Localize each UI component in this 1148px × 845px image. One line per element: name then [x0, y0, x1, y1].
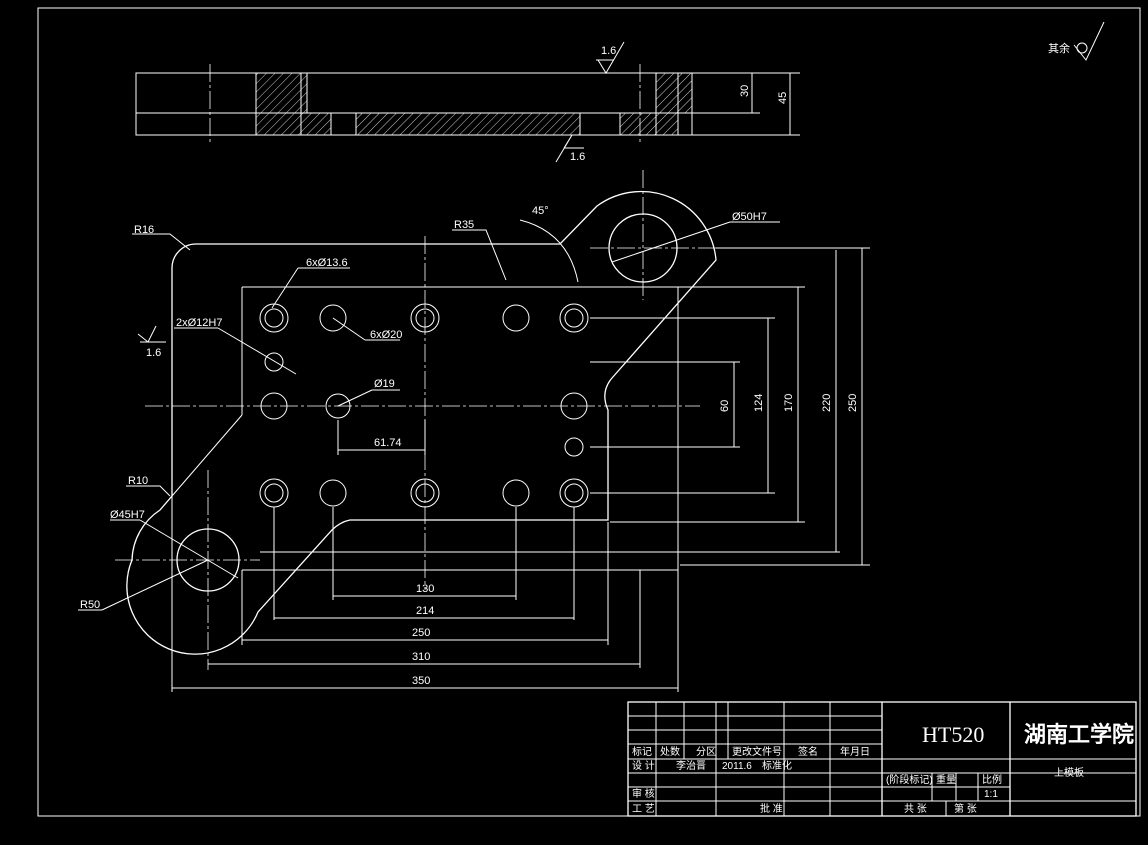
- roughness-note-general: 其余: [1048, 21, 1105, 61]
- sheet-number: 第 张: [954, 802, 977, 815]
- drawing-frame: [37, 7, 1141, 817]
- process-label: 工 艺: [632, 803, 655, 815]
- header-zone: 分区: [696, 746, 716, 758]
- header-date: 年月日: [840, 745, 870, 758]
- scale-label: 比例: [982, 773, 1002, 786]
- header-signature: 签名: [798, 745, 818, 758]
- vertical-dimensions: [260, 247, 870, 566]
- dim-45: 45: [777, 92, 789, 104]
- dim-130: 130: [416, 583, 434, 595]
- radius-r16: R16: [134, 224, 154, 236]
- holes-6x20: 6xØ20: [370, 329, 402, 341]
- design-date: 2011.6: [722, 761, 752, 772]
- dim-124: 124: [753, 394, 765, 412]
- roughness-bottom-surface: 1.6: [570, 151, 585, 163]
- horizontal-dimensions: [171, 420, 679, 692]
- dim-170: 170: [783, 394, 795, 412]
- plan-view: 60 124 170 220 250 130 214 250 310: [78, 170, 870, 692]
- design-label: 设 计: [632, 759, 655, 772]
- designer-name: 李治晋: [676, 759, 706, 772]
- roughness-left: 1.6: [146, 347, 161, 359]
- roughness-top-surface: 1.6: [601, 45, 616, 57]
- header-mark: 标记: [632, 746, 652, 758]
- dim-220: 220: [821, 394, 833, 412]
- school-name: 湖南工学院: [1024, 722, 1134, 747]
- bore-top-diameter: Ø50H7: [732, 211, 767, 223]
- radius-r35: R35: [454, 219, 474, 231]
- header-change-doc: 更改文件号: [732, 745, 782, 758]
- roughness-note-label: 其余: [1048, 41, 1070, 55]
- title-block: HT520 湖南工学院 上模板 标记 处数 分区 更改文件号 签名 年月日 设 …: [627, 701, 1137, 817]
- dim-250: 250: [412, 627, 430, 639]
- leader-lines: [78, 219, 780, 611]
- angle-45: 45°: [532, 205, 549, 217]
- holes-grid: [259, 303, 589, 508]
- holes-6x13-6: 6xØ13.6: [306, 257, 348, 269]
- header-count: 处数: [660, 745, 680, 758]
- radius-r50: R50: [80, 599, 100, 611]
- dim-214: 214: [416, 605, 434, 617]
- sheets-total: 共 张: [904, 803, 927, 815]
- holes-2x12h7: 2xØ12H7: [176, 317, 222, 329]
- scale-value: 1:1: [984, 789, 998, 800]
- radius-r10: R10: [128, 475, 148, 487]
- stage-mark: (阶段标记): [886, 773, 933, 786]
- dim-61-74: 61.74: [374, 437, 402, 449]
- dim-250-vertical: 250: [847, 394, 859, 412]
- hole-19: Ø19: [374, 378, 395, 390]
- dim-310: 310: [412, 651, 430, 663]
- dim-30: 30: [739, 85, 751, 97]
- review-label: 审 核: [632, 787, 655, 800]
- standardization-label: 标准化: [762, 759, 792, 772]
- section-view-top: 30 45 1.6 1.6: [135, 41, 800, 163]
- material-text: HT520: [922, 722, 984, 747]
- dim-350: 350: [412, 675, 430, 687]
- dim-60: 60: [719, 400, 731, 412]
- approve-label: 批 准: [760, 802, 783, 815]
- weight-label: 重量: [936, 773, 956, 786]
- bore-left-diameter: Ø45H7: [110, 509, 145, 521]
- part-name: 上模板: [1054, 766, 1084, 779]
